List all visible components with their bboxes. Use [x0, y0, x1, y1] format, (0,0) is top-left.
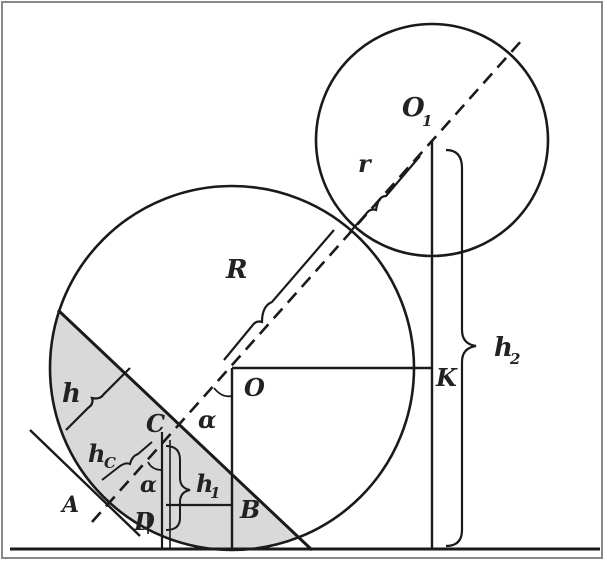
label-B: B — [239, 495, 260, 524]
brace-h1 — [165, 445, 191, 531]
shaded-segment — [50, 310, 312, 550]
label-K: K — [435, 363, 458, 392]
label-O1-sub: 1 — [422, 112, 432, 130]
brace-r — [349, 155, 421, 233]
label-h1-sub: 1 — [210, 484, 220, 502]
label-h2-sub: 2 — [509, 350, 520, 368]
label-D: D — [133, 507, 155, 536]
label-h: h — [62, 379, 81, 409]
tangent-line — [29, 429, 141, 537]
label-O1: O — [402, 93, 425, 123]
brace-R — [223, 229, 335, 361]
label-h1: h — [196, 469, 213, 498]
label-C: C — [146, 409, 165, 438]
frame-border — [1, 1, 603, 559]
label-h2: h — [494, 333, 513, 363]
label-alpha-top: α — [198, 405, 216, 434]
label-r: r — [358, 149, 373, 178]
brace-hC — [101, 441, 153, 481]
brace-h2 — [445, 148, 477, 548]
brace-h — [65, 367, 131, 431]
label-hC-sub: C — [104, 454, 116, 472]
label-alpha-bottom: α — [140, 472, 157, 498]
label-O: O — [244, 373, 265, 402]
angle-arc-bottom — [147, 461, 163, 471]
dashed-center-line — [91, 39, 523, 523]
chord-line — [56, 308, 314, 552]
label-R: R — [225, 255, 248, 285]
angle-arc-top — [213, 387, 233, 398]
label-hC: h — [88, 439, 105, 468]
label-A: A — [60, 492, 79, 518]
